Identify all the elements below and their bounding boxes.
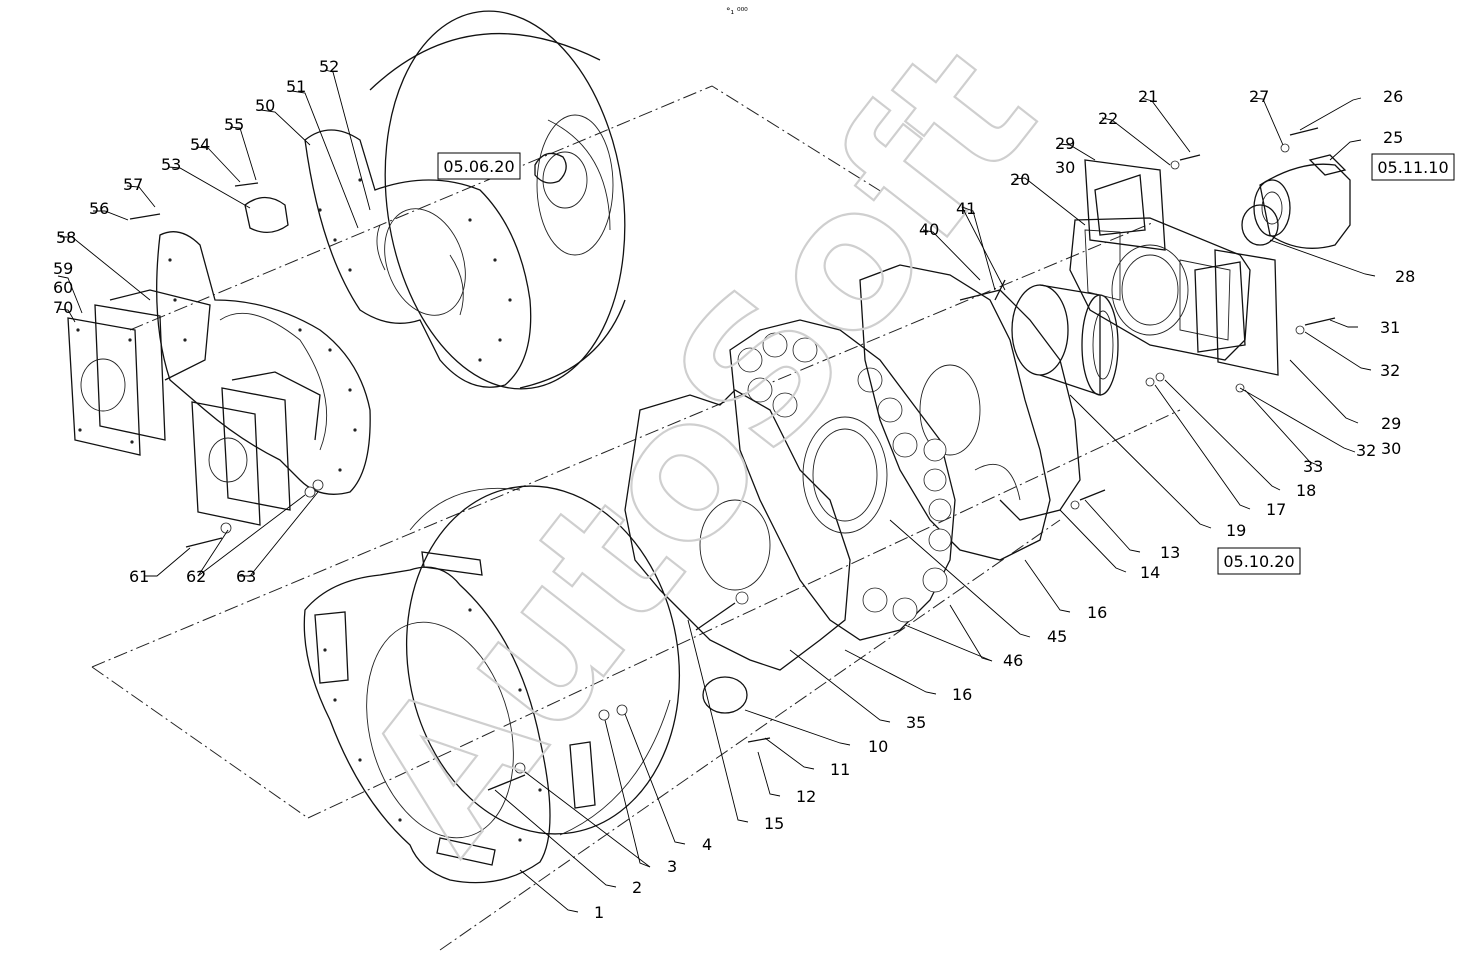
- part-label-32: 32: [1356, 441, 1376, 460]
- part-label-63: 63: [236, 567, 256, 586]
- part-label-11: 11: [830, 760, 850, 779]
- part-label-4: 4: [702, 835, 712, 854]
- part-label-29: 29: [1381, 414, 1401, 433]
- part-label-16: 16: [952, 685, 972, 704]
- watermark: AutoSoft: [320, 6, 1078, 889]
- seal-28: [1241, 204, 1279, 246]
- part-label-13: 13: [1160, 543, 1180, 562]
- end-plate-50: [304, 129, 532, 388]
- ring-plate-46: [859, 264, 1051, 561]
- bearing-housing-59: [67, 289, 211, 456]
- part-label-41: 41: [956, 199, 976, 218]
- motor-25: [1253, 154, 1351, 249]
- part-label-26: 26: [1383, 87, 1403, 106]
- part-label-21: 21: [1138, 87, 1158, 106]
- part-label-12: 12: [796, 787, 816, 806]
- bottom-hardware: [487, 591, 771, 791]
- part-label-31: 31: [1380, 318, 1400, 337]
- part-label-40: 40: [919, 220, 939, 239]
- part-label-28: 28: [1395, 267, 1415, 286]
- ref-box-1: 05.06.20: [437, 152, 521, 180]
- lower-drum-shell: [405, 485, 681, 836]
- watermark-text: AutoSoft: [321, 7, 1077, 887]
- assembly-axis-lines: [91, 85, 1181, 951]
- bearing-housing-61: [191, 371, 321, 526]
- part-label-33: 33: [1303, 457, 1323, 476]
- bracket-29-bottom: [1194, 249, 1279, 376]
- part-label-15: 15: [764, 814, 784, 833]
- part-label-55: 55: [224, 115, 244, 134]
- part-label-3: 3: [667, 857, 677, 876]
- part-label-62: 62: [186, 567, 206, 586]
- ref-label-2: 05.11.10: [1377, 158, 1448, 177]
- part-label-30: 30: [1381, 439, 1401, 458]
- part-label-35: 35: [906, 713, 926, 732]
- part-label-29: 29: [1055, 134, 1075, 153]
- ref-box-2: 05.11.10: [1371, 153, 1455, 181]
- part-label-52: 52: [319, 57, 339, 76]
- part-label-18: 18: [1296, 481, 1316, 500]
- part-label-20: 20: [1010, 170, 1030, 189]
- ref-label-1: 05.06.20: [443, 157, 514, 176]
- part-label-59: 59: [53, 259, 73, 278]
- part-label-58: 58: [56, 228, 76, 247]
- part-label-17: 17: [1266, 500, 1286, 519]
- bracket-29-top: [1084, 159, 1166, 251]
- gear-plate-16-front: [624, 389, 851, 671]
- part-label-16: 16: [1087, 603, 1107, 622]
- part-label-19: 19: [1226, 521, 1246, 540]
- side-plate-58: [156, 231, 371, 495]
- ref-box-3: 05.10.20: [1217, 547, 1301, 575]
- part-label-27: 27: [1249, 87, 1269, 106]
- header-mark: °₁ ⁰⁰⁰: [726, 7, 748, 17]
- part-label-14: 14: [1140, 563, 1160, 582]
- back-gasket-16: [959, 289, 1081, 521]
- upper-drum-shell: [369, 10, 626, 390]
- part-label-50: 50: [255, 96, 275, 115]
- part-label-32: 32: [1380, 361, 1400, 380]
- small-cover-53: [244, 196, 289, 233]
- part-label-22: 22: [1098, 109, 1118, 128]
- part-label-45: 45: [1047, 627, 1067, 646]
- part-label-56: 56: [89, 199, 109, 218]
- part-label-10: 10: [868, 737, 888, 756]
- mount-frame-20: [1069, 217, 1251, 361]
- part-label-46: 46: [1003, 651, 1023, 670]
- part-label-61: 61: [129, 567, 149, 586]
- part-label-30: 30: [1055, 158, 1075, 177]
- part-label-51: 51: [286, 77, 306, 96]
- part-label-53: 53: [161, 155, 181, 174]
- part-label-2: 2: [632, 878, 642, 897]
- part-label-25: 25: [1383, 128, 1403, 147]
- part-label-70: 70: [53, 298, 73, 317]
- part-label-60: 60: [53, 278, 73, 297]
- part-label-54: 54: [190, 135, 210, 154]
- ref-label-3: 05.10.20: [1223, 552, 1294, 571]
- end-plate-1: [303, 551, 596, 884]
- part-label-1: 1: [594, 903, 604, 922]
- bolt-set-left: [129, 182, 324, 548]
- part-label-57: 57: [123, 175, 143, 194]
- leader-lines: [57, 69, 1376, 913]
- right-hardware: [994, 127, 1336, 510]
